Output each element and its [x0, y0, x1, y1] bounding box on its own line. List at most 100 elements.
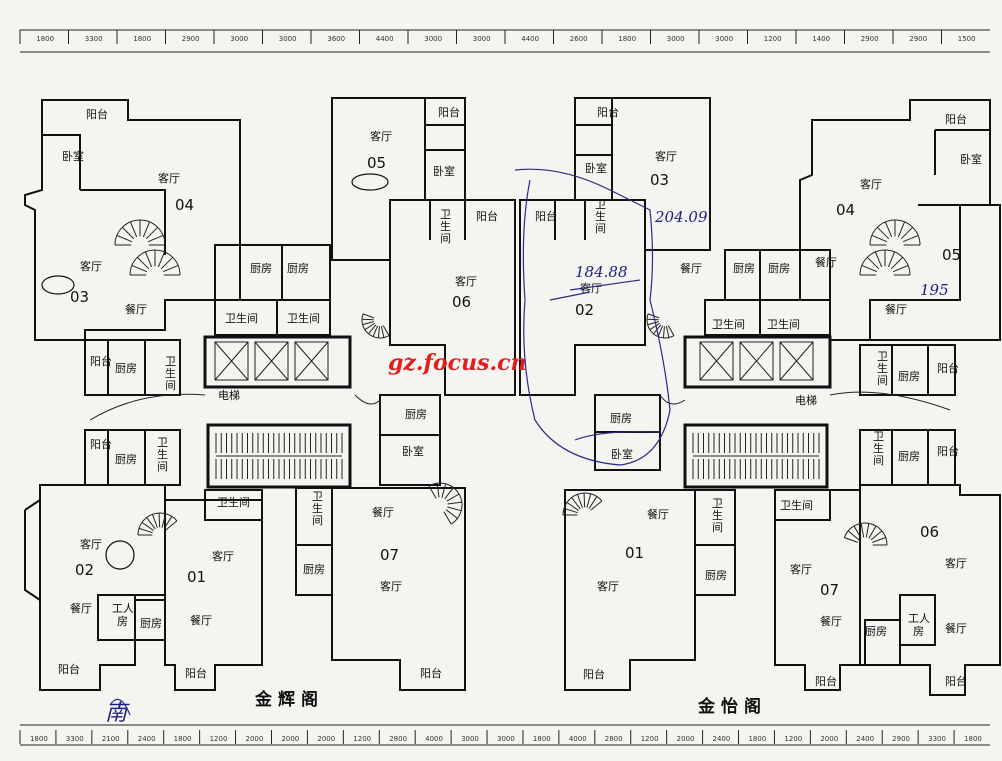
bottom-dimension-value: 4000: [569, 735, 587, 743]
room-label-bathroom: 卫生间: [217, 495, 250, 509]
top-dimension-value: 1200: [764, 35, 782, 43]
unit-number-right: 03: [650, 171, 669, 189]
top-dimension-value: 1800: [618, 35, 636, 43]
handwritten-south: 南: [105, 701, 130, 726]
room-label-bathroom_v: 卫: [877, 350, 888, 363]
room-label-bathroom_v: 间: [312, 514, 323, 527]
room-label-bathroom: 卫生间: [767, 317, 800, 331]
room-label-balcony: 阳台: [937, 361, 959, 375]
bottom-dimension-value: 1200: [784, 735, 802, 743]
handwritten-area-c: 195: [920, 281, 949, 299]
unit-number-left: 05: [367, 154, 386, 172]
room-label-balcony: 阳台: [815, 674, 837, 688]
room-label-living: 客厅: [790, 562, 812, 576]
bottom-dimension-value: 1200: [353, 735, 371, 743]
room-label-living: 客厅: [945, 556, 967, 570]
top-dimension-value: 3300: [85, 35, 103, 43]
top-dimension-value: 3000: [230, 35, 248, 43]
watermark-text: gz.focus.cn: [388, 350, 527, 376]
unit-number-right: 05: [942, 246, 961, 264]
room-label-living: 客厅: [455, 274, 477, 288]
room-label-kitchen: 厨房: [865, 625, 887, 638]
room-label-bathroom_v: 卫: [873, 430, 884, 443]
room-label-bathroom: 卫生间: [287, 311, 320, 325]
room-label-bathroom_v: 卫: [440, 208, 451, 221]
bottom-dimension-value: 2000: [820, 735, 838, 743]
room-label-kitchen: 厨房: [898, 450, 920, 463]
unit-number-left: 07: [380, 546, 399, 564]
room-label-balcony: 阳台: [90, 354, 112, 368]
room-label-bathroom: 卫生间: [225, 311, 258, 325]
bottom-dimension-value: 3300: [66, 735, 84, 743]
bottom-dimension-value: 1800: [533, 735, 551, 743]
unit-number-right: 02: [575, 301, 594, 319]
room-label-dining: 餐厅: [815, 255, 837, 269]
pen-annotation: [109, 168, 671, 716]
room-label-living: 客厅: [80, 259, 102, 273]
unit-number-left: 01: [187, 568, 206, 586]
room-label-bathroom_v: 生: [595, 209, 606, 223]
top-dimension-value: 3000: [473, 35, 491, 43]
room-label-bathroom_v: 卫: [712, 497, 723, 510]
handwritten-area-b: 184.88: [575, 263, 628, 281]
room-label-living: 客厅: [655, 149, 677, 163]
room-label-bedroom: 卧室: [960, 152, 982, 166]
unit-number-left: 06: [452, 293, 471, 311]
room-label-kitchen: 厨房: [287, 262, 309, 275]
room-label-balcony: 阳台: [597, 105, 619, 119]
unit-number-left: 02: [75, 561, 94, 579]
room-label-kitchen: 厨房: [610, 412, 632, 425]
room-label-balcony: 阳台: [185, 666, 207, 680]
room-label-kitchen: 厨房: [250, 262, 272, 275]
room-label-living: 客厅: [80, 537, 102, 551]
room-label-kitchen: 厨房: [768, 262, 790, 275]
bottom-dimension-value: 1800: [30, 735, 48, 743]
top-dimension-value: 1800: [133, 35, 151, 43]
room-label-bathroom_v: 生: [165, 366, 176, 380]
room-label-kitchen: 厨房: [898, 370, 920, 383]
room-label-kitchen: 厨房: [733, 262, 755, 275]
room-label-dining: 餐厅: [70, 601, 92, 615]
bottom-dimension-value: 1200: [210, 735, 228, 743]
room-label-bathroom_v: 生: [877, 361, 888, 375]
top-dimension-value: 3000: [715, 35, 733, 43]
bottom-dimension-value: 1200: [641, 735, 659, 743]
room-label-living: 客厅: [212, 549, 234, 563]
room-label-bathroom_v: 间: [712, 521, 723, 534]
bottom-dimension-value: 1800: [748, 735, 766, 743]
room-label-balcony: 阳台: [583, 667, 605, 681]
room-label-kitchen: 厨房: [115, 362, 137, 375]
room-label-bathroom_v: 间: [877, 374, 888, 387]
room-label-bathroom_v: 生: [157, 447, 168, 461]
room-label-balcony: 阳台: [420, 666, 442, 680]
room-label-dining: 餐厅: [945, 621, 967, 635]
room-label-bathroom: 卫生间: [712, 317, 745, 331]
bottom-dimension-value: 1800: [964, 735, 982, 743]
top-dimension-value: 3000: [279, 35, 297, 43]
room-label-balcony: 阳台: [58, 662, 80, 676]
room-label-kitchen: 厨房: [140, 617, 162, 630]
top-dimension-value: 1500: [958, 35, 976, 43]
room-label-dining: 餐厅: [125, 302, 147, 316]
top-dimension-value: 4400: [376, 35, 394, 43]
room-label-maid: 工人: [112, 602, 134, 615]
building-name-left: 金辉阁: [254, 689, 324, 710]
top-dimension-value: 3000: [424, 35, 442, 43]
room-label-dining: 餐厅: [885, 302, 907, 316]
room-label-elevator: 电梯: [218, 389, 240, 402]
scribble-marks: [41, 173, 389, 570]
top-dimension-value: 1800: [36, 35, 54, 43]
bottom-dimension-value: 3300: [928, 735, 946, 743]
room-label-living: 客厅: [380, 579, 402, 593]
bottom-dimension-value: 4000: [425, 735, 443, 743]
top-dimension-value: 1400: [812, 35, 830, 43]
room-label-bathroom_v: 间: [440, 232, 451, 245]
unit-number-right: 06: [920, 523, 939, 541]
room-label-dining: 餐厅: [190, 613, 212, 627]
room-label-balcony: 阳台: [476, 209, 498, 223]
unit-number-right: 07: [820, 581, 839, 599]
room-label-balcony: 阳台: [945, 112, 967, 126]
room-label-bathroom_v: 间: [157, 460, 168, 473]
